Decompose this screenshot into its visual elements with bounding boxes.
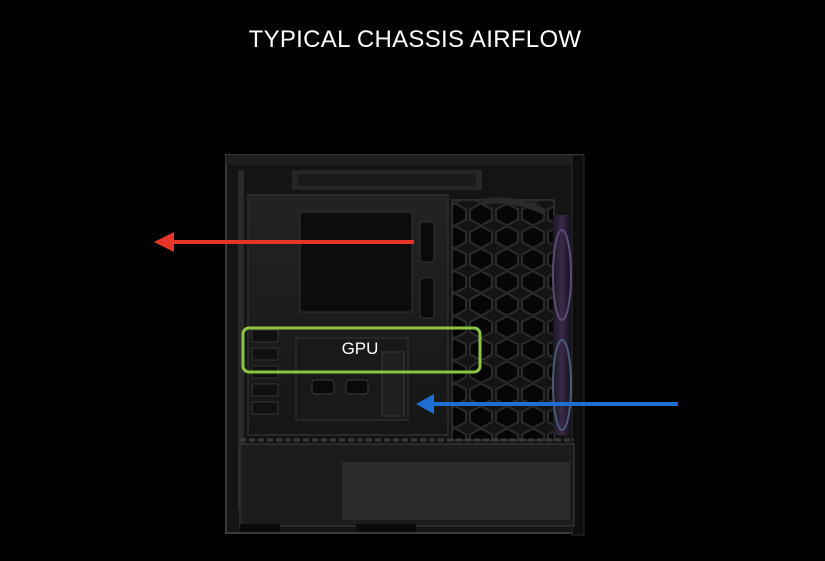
pc-case-icon [225, 154, 585, 536]
fan-icon [552, 229, 572, 431]
exhaust-arrow [154, 232, 414, 252]
intake-arrow [416, 394, 678, 414]
diagram-title: TYPICAL CHASSIS AIRFLOW [248, 26, 582, 53]
gpu-outline [241, 326, 482, 374]
gpu-label: GPU [341, 339, 379, 358]
